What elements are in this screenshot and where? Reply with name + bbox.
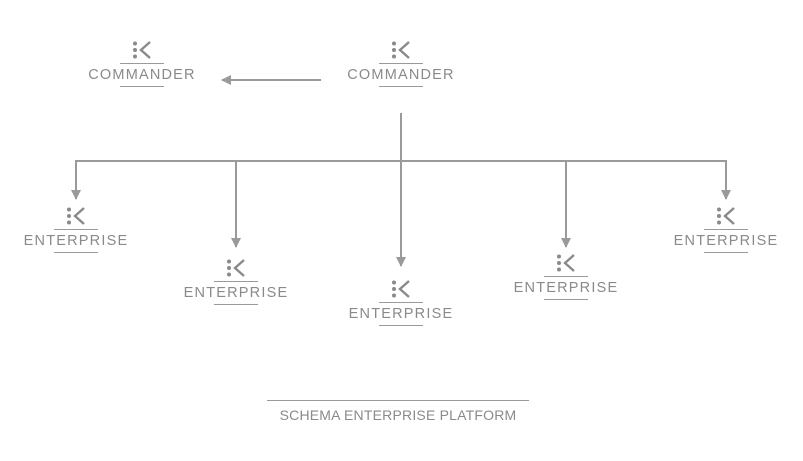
k-logo-icon bbox=[392, 280, 410, 298]
node-label: ENTERPRISE bbox=[673, 233, 779, 249]
k-logo-icon bbox=[67, 207, 85, 225]
label-rule-bottom bbox=[214, 304, 258, 305]
node-label: COMMANDER bbox=[347, 67, 455, 83]
k-logo-icon bbox=[392, 41, 410, 59]
node-enterprise-4: ENTERPRISE bbox=[496, 253, 636, 300]
label-rule-top bbox=[704, 229, 748, 230]
node-enterprise-1: ENTERPRISE bbox=[6, 206, 146, 253]
node-label: ENTERPRISE bbox=[183, 285, 289, 301]
node-commander-secondary: COMMANDER bbox=[72, 40, 212, 87]
label-rule-bottom bbox=[704, 252, 748, 253]
node-commander-primary: COMMANDER bbox=[331, 40, 471, 87]
label-rule-top bbox=[379, 63, 423, 64]
node-label: ENTERPRISE bbox=[23, 233, 129, 249]
node-label: COMMANDER bbox=[88, 67, 196, 83]
label-rule-bottom bbox=[544, 299, 588, 300]
node-label: ENTERPRISE bbox=[348, 306, 454, 322]
node-enterprise-5: ENTERPRISE bbox=[656, 206, 796, 253]
diagram-footer: SCHEMA ENTERPRISE PLATFORM bbox=[267, 400, 529, 423]
label-rule-top bbox=[544, 276, 588, 277]
label-rule-top bbox=[379, 302, 423, 303]
label-rule-bottom bbox=[120, 86, 164, 87]
k-logo-icon bbox=[227, 259, 245, 277]
label-rule-top bbox=[120, 63, 164, 64]
label-rule-bottom bbox=[54, 252, 98, 253]
node-enterprise-3: ENTERPRISE bbox=[331, 279, 471, 326]
node-enterprise-2: ENTERPRISE bbox=[166, 258, 306, 305]
label-rule-top bbox=[54, 229, 98, 230]
label-rule-top bbox=[214, 281, 258, 282]
k-logo-icon bbox=[133, 41, 151, 59]
k-logo-icon bbox=[717, 207, 735, 225]
footer-rule bbox=[267, 400, 529, 401]
label-rule-bottom bbox=[379, 86, 423, 87]
k-logo-icon bbox=[557, 254, 575, 272]
node-label: ENTERPRISE bbox=[513, 280, 619, 296]
label-rule-bottom bbox=[379, 325, 423, 326]
footer-title: SCHEMA ENTERPRISE PLATFORM bbox=[279, 407, 517, 423]
